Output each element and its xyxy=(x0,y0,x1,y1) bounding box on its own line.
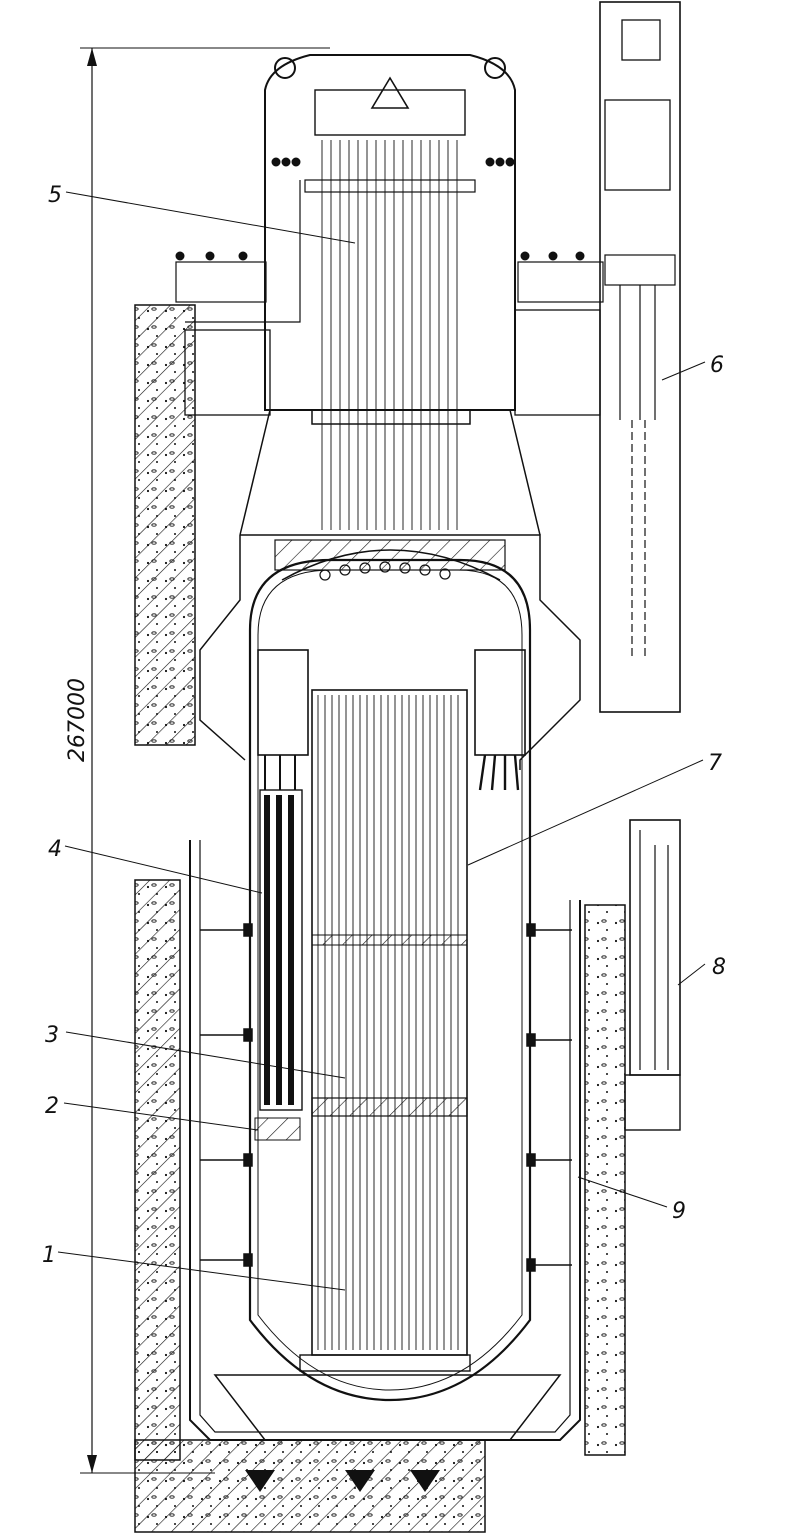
callout-7: 7 xyxy=(708,751,722,776)
foundation-slab xyxy=(134,1439,486,1533)
height-dimension: 267000 xyxy=(65,47,330,1474)
storage-drum xyxy=(624,819,681,1131)
callout-2: 2 xyxy=(45,1094,59,1119)
vessel-supports xyxy=(200,923,572,1272)
heat-exchanger-right xyxy=(474,649,526,791)
concrete-shaft-left xyxy=(134,304,196,1461)
core-assemblies xyxy=(299,689,471,1372)
callout-1: 1 xyxy=(42,1243,56,1268)
callout-6: 6 xyxy=(710,353,724,378)
leader-lines xyxy=(57,191,706,1291)
callout-labels: 1 2 3 4 5 6 7 8 9 xyxy=(42,183,726,1268)
callout-8: 8 xyxy=(712,955,726,980)
callout-5: 5 xyxy=(48,183,62,208)
upper-shield-structure xyxy=(184,309,601,770)
heat-exchanger xyxy=(254,649,309,1141)
height-dimension-label: 267000 xyxy=(65,678,90,762)
callout-9: 9 xyxy=(672,1199,686,1224)
refuelling-machine xyxy=(599,1,681,713)
callout-3: 3 xyxy=(45,1023,59,1048)
reactor-head xyxy=(175,54,604,530)
callout-4: 4 xyxy=(48,837,62,862)
concrete-shaft-right xyxy=(584,904,626,1456)
